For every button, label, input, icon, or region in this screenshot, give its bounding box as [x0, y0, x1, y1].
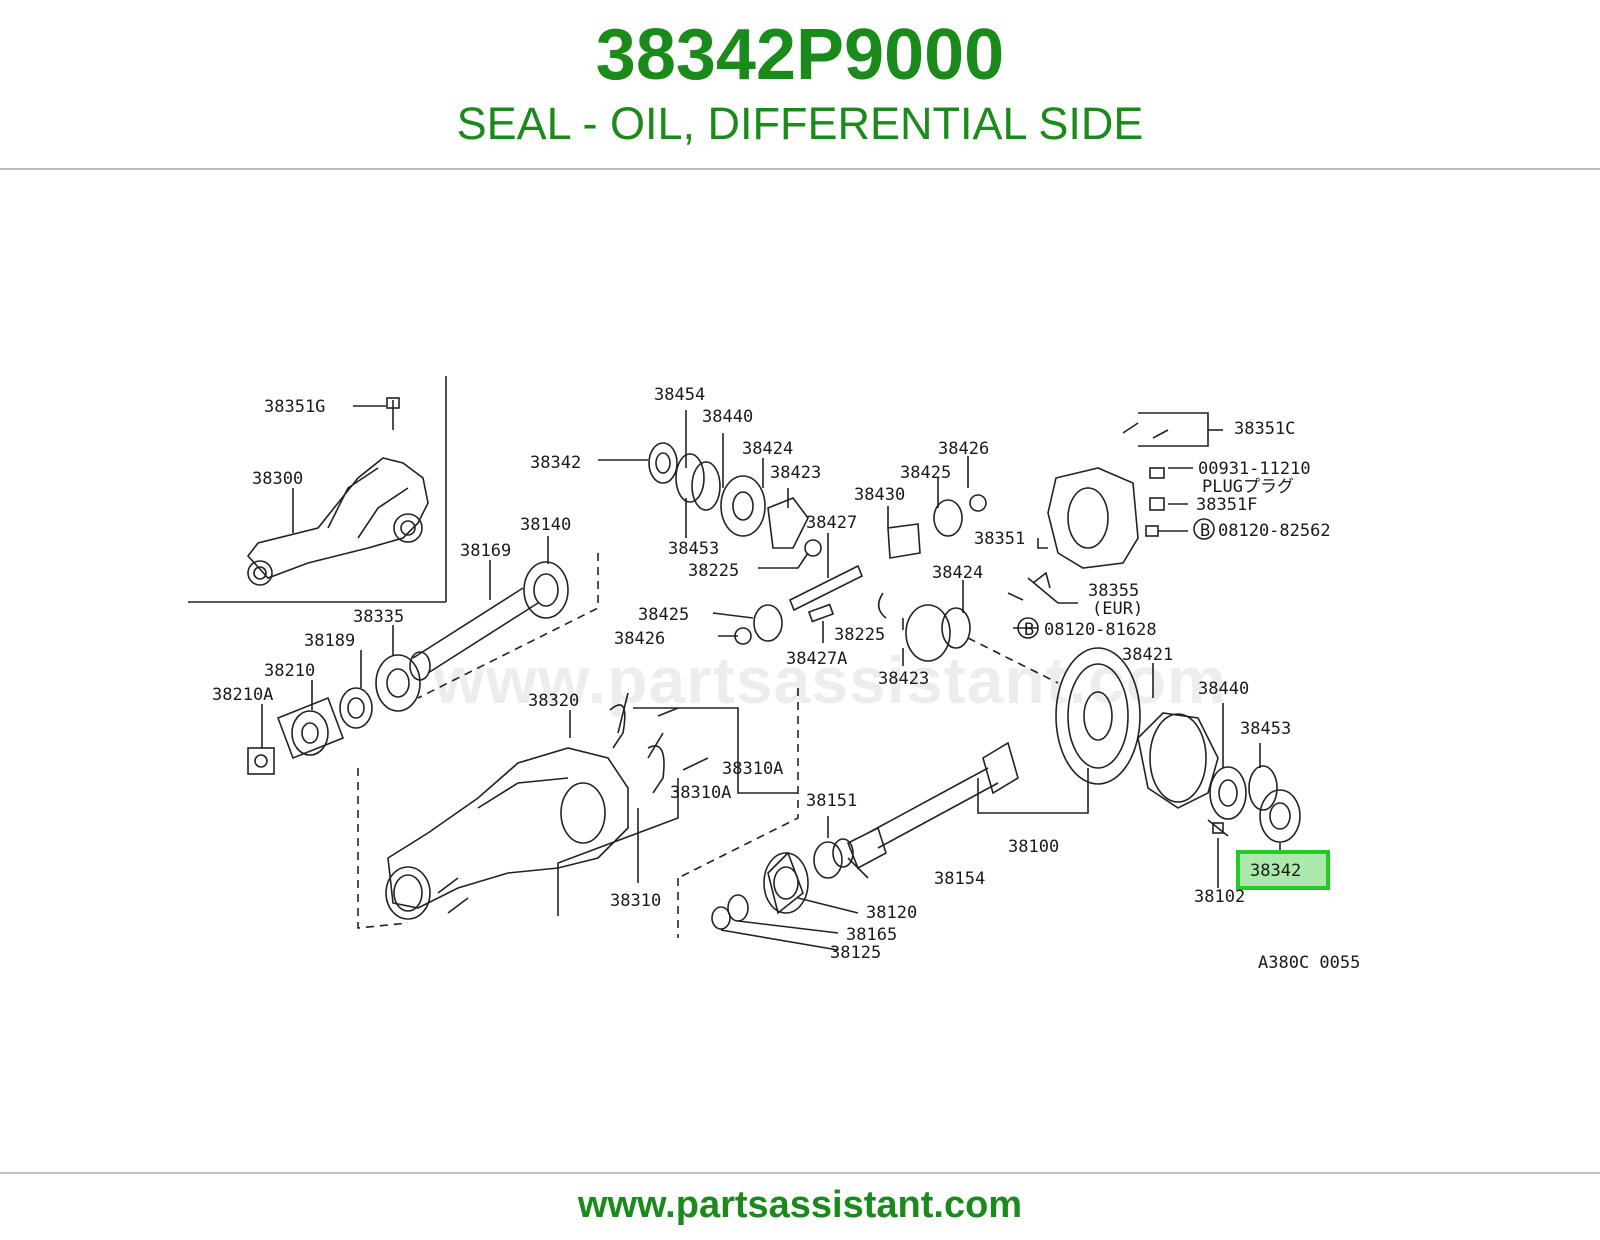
- label-08120-81628[interactable]: 08120-81628: [1044, 620, 1157, 640]
- label-38427A[interactable]: 38427A: [786, 649, 847, 669]
- bolt-38102-icon: [1207, 819, 1229, 837]
- rear-cover-icon: [1007, 422, 1169, 601]
- bearing-38335-icon: [375, 654, 421, 712]
- shim-38453-icon: [1248, 765, 1278, 811]
- label-38169[interactable]: 38169: [460, 541, 511, 561]
- side-gear-pack-icon: [648, 442, 822, 557]
- selected-part-highlight[interactable]: [1236, 850, 1330, 890]
- label-38342-selected[interactable]: 38342: [1250, 861, 1301, 881]
- label-38300[interactable]: 38300: [252, 469, 303, 489]
- label-38351G[interactable]: 38351G: [264, 397, 325, 417]
- part-number-title: 38342P9000: [595, 15, 1005, 95]
- label-38424[interactable]: 38424: [742, 439, 793, 459]
- label-00931-11210[interactable]: 00931-11210: [1198, 459, 1311, 479]
- label-38427[interactable]: 38427: [806, 513, 857, 533]
- label-38225[interactable]: 38225: [834, 625, 885, 645]
- footer-divider: [0, 1172, 1600, 1174]
- label-08120-82562[interactable]: 08120-82562: [1218, 521, 1331, 541]
- label-38425[interactable]: 38425: [638, 605, 689, 625]
- label-38440[interactable]: 38440: [702, 407, 753, 427]
- pinion-mate-shaft-icon: [788, 564, 864, 623]
- housing-38320-icon: [385, 692, 664, 920]
- label-38423[interactable]: 38423: [878, 669, 929, 689]
- carrier-assembly-icon: [246, 397, 429, 586]
- bolt-marker-b: B: [1024, 620, 1034, 640]
- label-38189[interactable]: 38189: [304, 631, 355, 651]
- bearing-38440-icon: [1209, 766, 1247, 820]
- label-38165[interactable]: 38165: [846, 925, 897, 945]
- label-38154[interactable]: 38154: [934, 869, 985, 889]
- label-38342[interactable]: 38342: [530, 453, 581, 473]
- label-38100[interactable]: 38100: [1008, 837, 1059, 857]
- dashed-frame: [357, 553, 1059, 938]
- label-38210A[interactable]: 38210A: [212, 685, 273, 705]
- washer-38165-icon: [711, 894, 749, 930]
- label-38355[interactable]: 38355: [1088, 581, 1139, 601]
- label-38440[interactable]: 38440: [1198, 679, 1249, 699]
- label-38210[interactable]: 38210: [264, 661, 315, 681]
- diff-case-icon: [1137, 712, 1219, 809]
- label-38425[interactable]: 38425: [900, 463, 951, 483]
- bearing-38120-icon: [763, 851, 809, 915]
- label-38335[interactable]: 38335: [353, 607, 404, 627]
- label-38320[interactable]: 38320: [528, 691, 579, 711]
- nut-38210A-icon: [247, 747, 275, 775]
- diagram-code: A380C 0055: [1258, 953, 1360, 973]
- label-38426[interactable]: 38426: [614, 629, 665, 649]
- label-plug: PLUGプラグ: [1202, 477, 1294, 497]
- label-38102[interactable]: 38102: [1194, 887, 1245, 907]
- label-38430[interactable]: 38430: [854, 485, 905, 505]
- part-description: SEAL - OIL, DIFFERENTIAL SIDE: [456, 98, 1144, 149]
- label-38351F[interactable]: 38351F: [1196, 495, 1257, 515]
- bracket-38310A-icon: [609, 704, 709, 794]
- label-38151[interactable]: 38151: [806, 791, 857, 811]
- pinion-shaft-icon: [846, 741, 1019, 870]
- label-38125[interactable]: 38125: [830, 943, 881, 963]
- header: 38342P9000 SEAL - OIL, DIFFERENTIAL SIDE: [0, 0, 1600, 168]
- part-labels: 38351G 38300 38140 38169 38335 38189 382…: [212, 385, 1360, 973]
- seal-38189-icon: [339, 687, 373, 729]
- leader-lines: [261, 405, 1281, 951]
- label-38453[interactable]: 38453: [1240, 719, 1291, 739]
- label-38453[interactable]: 38453: [668, 539, 719, 559]
- label-38424[interactable]: 38424: [932, 563, 983, 583]
- footer-url[interactable]: www.partsassistant.com: [577, 1184, 1023, 1226]
- label-38225[interactable]: 38225: [688, 561, 739, 581]
- bolt-marker-b: B: [1200, 521, 1210, 541]
- parts-diagram: 38351G 38300 38140 38169 38335 38189 382…: [178, 338, 1418, 1010]
- label-38351[interactable]: 38351: [974, 529, 1025, 549]
- flange-38210-icon: [276, 696, 345, 760]
- header-divider: [0, 168, 1600, 170]
- label-38140[interactable]: 38140: [520, 515, 571, 535]
- shaft-tube-icon: [409, 561, 569, 681]
- label-38454[interactable]: 38454: [654, 385, 705, 405]
- ring-gear-icon: [1055, 647, 1141, 785]
- label-38310A[interactable]: 38310A: [722, 759, 783, 779]
- exploded-view-svg: 38351G 38300 38140 38169 38335 38189 382…: [188, 376, 1360, 973]
- label-38421[interactable]: 38421: [1122, 645, 1173, 665]
- spacer-38154-icon: [813, 838, 854, 879]
- label-38310[interactable]: 38310: [610, 891, 661, 911]
- oil-seal-38342-icon: [1259, 789, 1301, 843]
- label-38310A[interactable]: 38310A: [670, 783, 731, 803]
- label-38120[interactable]: 38120: [866, 903, 917, 923]
- label-eur: (EUR): [1092, 599, 1143, 619]
- label-38351C[interactable]: 38351C: [1234, 419, 1295, 439]
- label-38423[interactable]: 38423: [770, 463, 821, 483]
- label-38426[interactable]: 38426: [938, 439, 989, 459]
- bolt-marker-b-icon: [1017, 518, 1215, 639]
